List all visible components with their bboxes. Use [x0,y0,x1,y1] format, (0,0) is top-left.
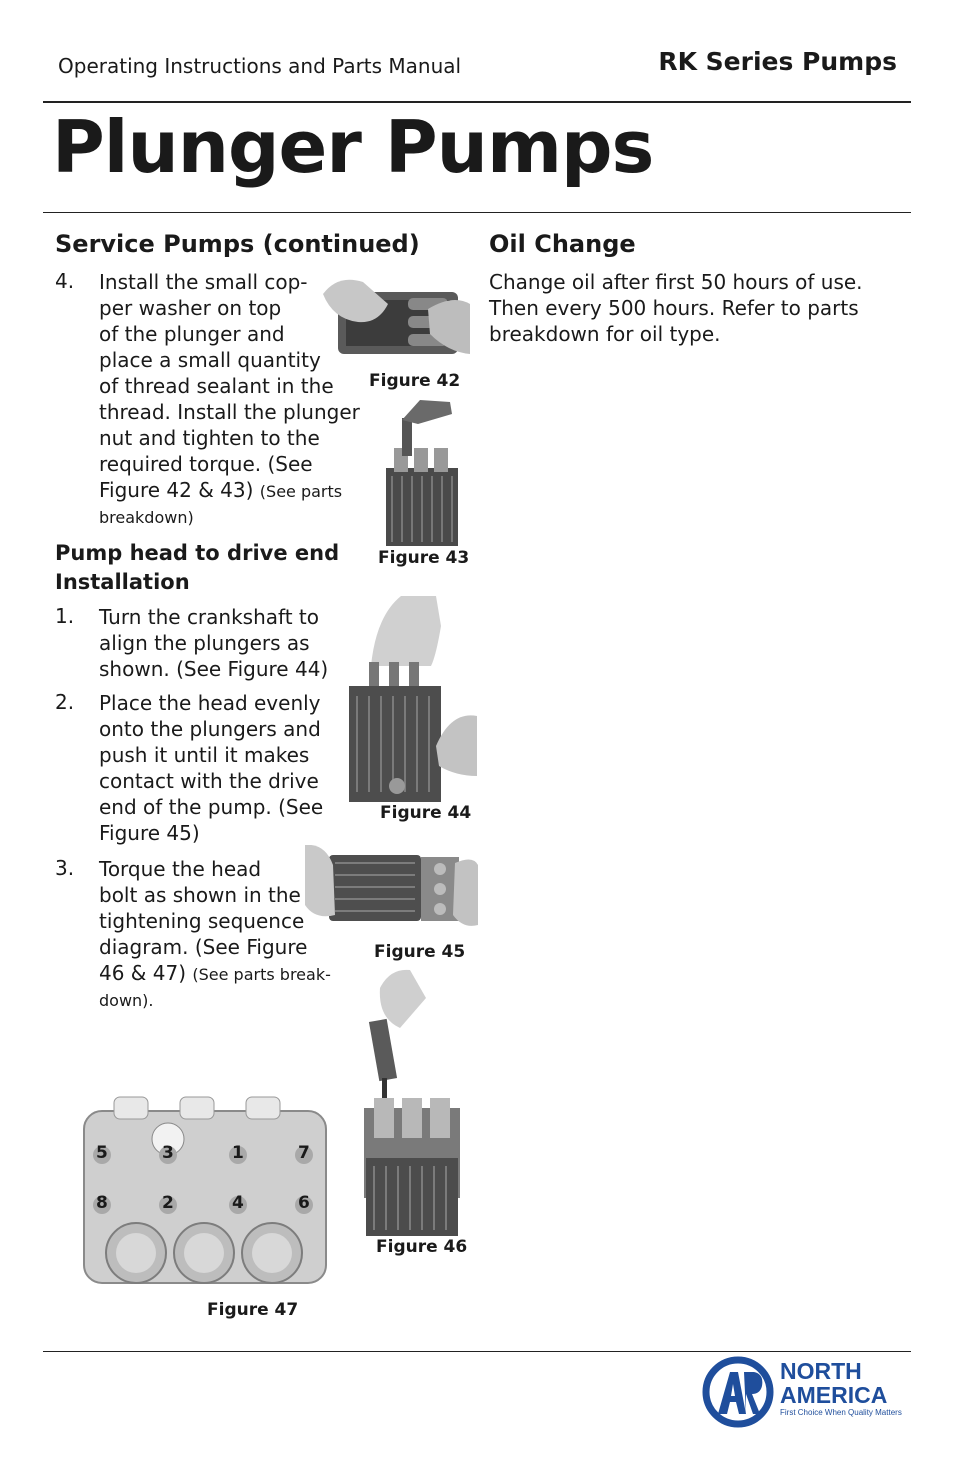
step-4-text: Install the small cop- per washer on top… [99,269,360,531]
step-2-number: 2. [55,690,75,714]
install-heading: Pump head to drive end Installation [55,539,339,597]
sequence-number: 6 [298,1193,310,1213]
figure-45-caption: Figure 45 [374,942,466,962]
oil-line: Change oil after first 50 hours of use. [489,270,863,294]
figure-44-photo [349,596,477,802]
step-4-line: of thread sealant in the [99,374,334,398]
figure-42-caption: Figure 42 [369,371,461,391]
step-1-line: align the plungers as [99,631,310,655]
step-1-line: Turn the crankshaft to [99,605,319,629]
step-2-text: Place the head evenly onto the plungers … [99,690,323,846]
logo-america: AMERICA [780,1382,888,1408]
figure-46-caption: Figure 46 [376,1237,468,1257]
ar-north-america-logo: NORTH AMERICA First Choice When Quality … [702,1356,912,1428]
sequence-number: 1 [232,1143,244,1163]
step-3-line: Torque the head [99,857,262,881]
tightening-sequence: 5 3 1 7 8 2 4 6 [80,1093,330,1293]
figure-43-caption: Figure 43 [378,548,470,568]
step-3-line: tightening sequence [99,909,305,933]
oil-heading: Oil Change [489,230,636,258]
step-2-line: Place the head evenly [99,691,321,715]
parts-note: (See parts [259,482,343,501]
step-2-line: Figure 45) [99,821,200,845]
sequence-number: 2 [162,1193,174,1213]
title-rule [43,212,911,213]
step-2-line: onto the plungers and [99,717,321,741]
step-3-line: 46 & 47) [99,961,187,985]
step-4-line: place a small quantity [99,348,321,372]
sequence-number: 5 [96,1143,108,1163]
parts-note: breakdown) [99,508,194,527]
figure-45-photo [305,845,478,926]
sequence-number: 4 [232,1193,244,1213]
figure-43-photo [386,400,458,546]
series-title: RK Series Pumps [658,47,897,76]
step-4-line: required torque. (See [99,452,313,476]
figure-46-photo [364,969,460,1236]
step-1-text: Turn the crankshaft to align the plunger… [99,604,328,682]
step-3-number: 3. [55,856,75,880]
manual-title: Operating Instructions and Parts Manual [58,54,462,78]
step-1-number: 1. [55,604,75,628]
oil-text: Change oil after first 50 hours of use. … [489,269,863,347]
oil-line: breakdown for oil type. [489,322,721,346]
step-2-line: contact with the drive [99,769,319,793]
step-4-line: thread. Install the plunger [99,400,360,424]
step-4-line: Install the small cop- [99,270,308,294]
sequence-number: 8 [96,1193,108,1213]
figure-44-caption: Figure 44 [380,803,472,823]
parts-note: (See parts break- [192,965,331,984]
step-3-line: bolt as shown in the [99,883,301,907]
service-heading: Service Pumps (continued) [55,230,420,258]
step-3-text: Torque the head bolt as shown in the tig… [99,856,331,1014]
ar-logo-icon [702,1356,774,1428]
header-rule [43,101,911,103]
step-4-line: nut and tighten to the [99,426,320,450]
sequence-number: 3 [162,1143,174,1163]
logo-north: NORTH [780,1358,862,1384]
footer-rule [43,1351,911,1352]
figure-47-photo [83,1096,327,1284]
figure-42-photo [323,279,470,354]
step-2-line: push it until it makes [99,743,310,767]
step-4-line: per washer on top [99,296,282,320]
step-4-line: of the plunger and [99,322,285,346]
figure-47-caption: Figure 47 [207,1300,299,1320]
logo-tagline: First Choice When Quality Matters [780,1408,902,1417]
parts-note: down). [99,991,154,1010]
install-heading-line: Pump head to drive end [55,541,340,565]
oil-line: Then every 500 hours. Refer to parts [489,296,859,320]
step-4-line: Figure 42 & 43) [99,478,254,502]
step-2-line: end of the pump. (See [99,795,324,819]
install-heading-line: Installation [55,570,190,594]
page-title: Plunger Pumps [52,105,654,189]
step-3-line: diagram. (See Figure [99,935,308,959]
sequence-number: 7 [298,1143,310,1163]
step-1-line: shown. (See Figure 44) [99,657,329,681]
step-4-number: 4. [55,269,75,293]
